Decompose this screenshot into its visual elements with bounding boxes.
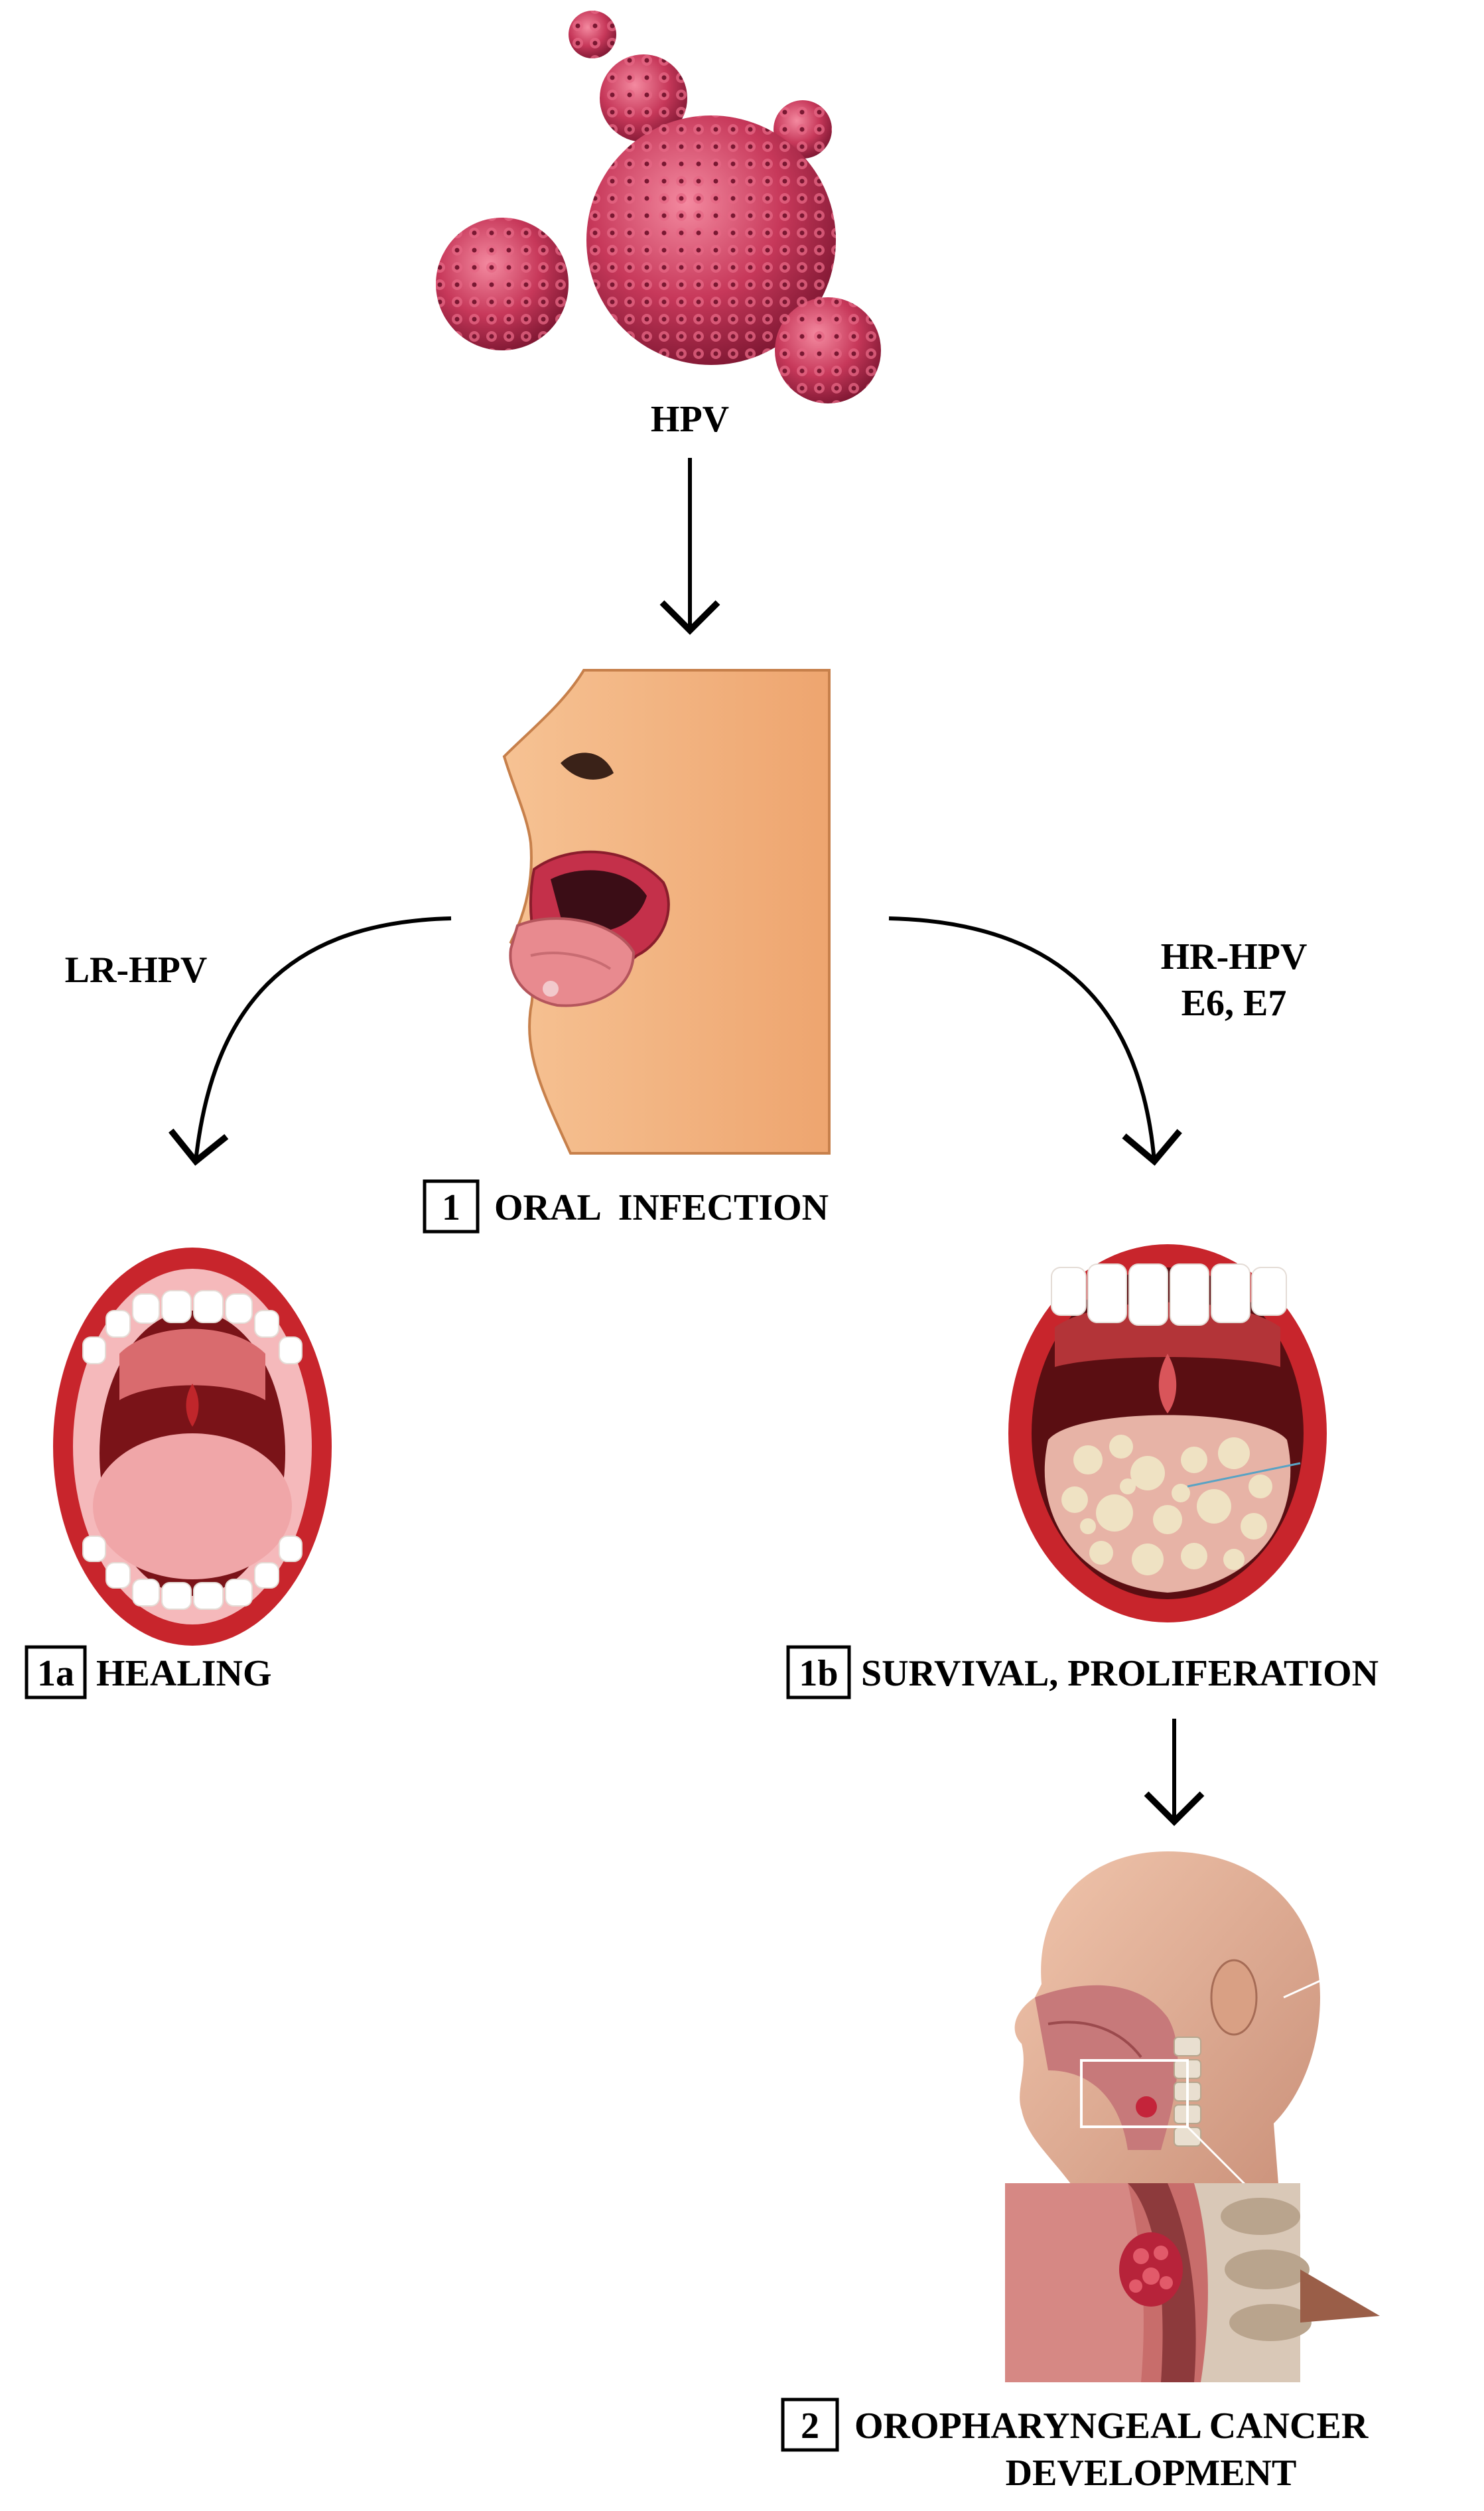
arrow-infection-to-survival <box>888 916 1182 1166</box>
step-1a-number-box <box>25 1645 87 1699</box>
step-2-label-line2: DEVELOPMENT <box>1006 2453 1297 2494</box>
step-1b-number: 1b <box>799 1653 838 1694</box>
step-1b-label: SURVIVAL, PROLIFERATION <box>861 1653 1379 1694</box>
step-1a-number: 1a <box>37 1653 74 1694</box>
step-2-number-box <box>781 2398 839 2452</box>
virus-icon <box>436 11 881 403</box>
head-anatomy-icon <box>1005 1851 1380 2382</box>
step-1-number: 1 <box>442 1187 460 1228</box>
step-1-oral-infection: 1 ORAL INFECTION <box>423 1179 829 1234</box>
step-2-cancer: 2 OROPHARYNGEAL CANCER DEVELOPMENT <box>781 2398 1369 2494</box>
lr-hpv-label: LR-HPV <box>65 950 208 991</box>
step-1a-label: HEALING <box>96 1653 272 1694</box>
step-2-label-line1: OROPHARYNGEAL CANCER <box>854 2405 1369 2447</box>
step-1b-number-box <box>786 1645 851 1699</box>
step-1a-healing: 1a HEALING <box>25 1645 272 1699</box>
hr-hpv-label: HR-HPV <box>1161 936 1308 977</box>
infected-mouth-icon <box>1008 1244 1327 1622</box>
arrow-infection-to-healing <box>169 916 452 1166</box>
hr-oncogenes-label: E6, E7 <box>1181 983 1287 1024</box>
healthy-mouth-icon <box>53 1248 332 1646</box>
step-1-label: ORAL INFECTION <box>494 1187 829 1228</box>
step-2-number: 2 <box>801 2405 819 2447</box>
step-1b-survival: 1b SURVIVAL, PROLIFERATION <box>786 1645 1379 1699</box>
face-icon <box>502 669 831 1155</box>
step-1-number-box <box>423 1179 480 1234</box>
hpv-label: HPV <box>651 399 729 440</box>
